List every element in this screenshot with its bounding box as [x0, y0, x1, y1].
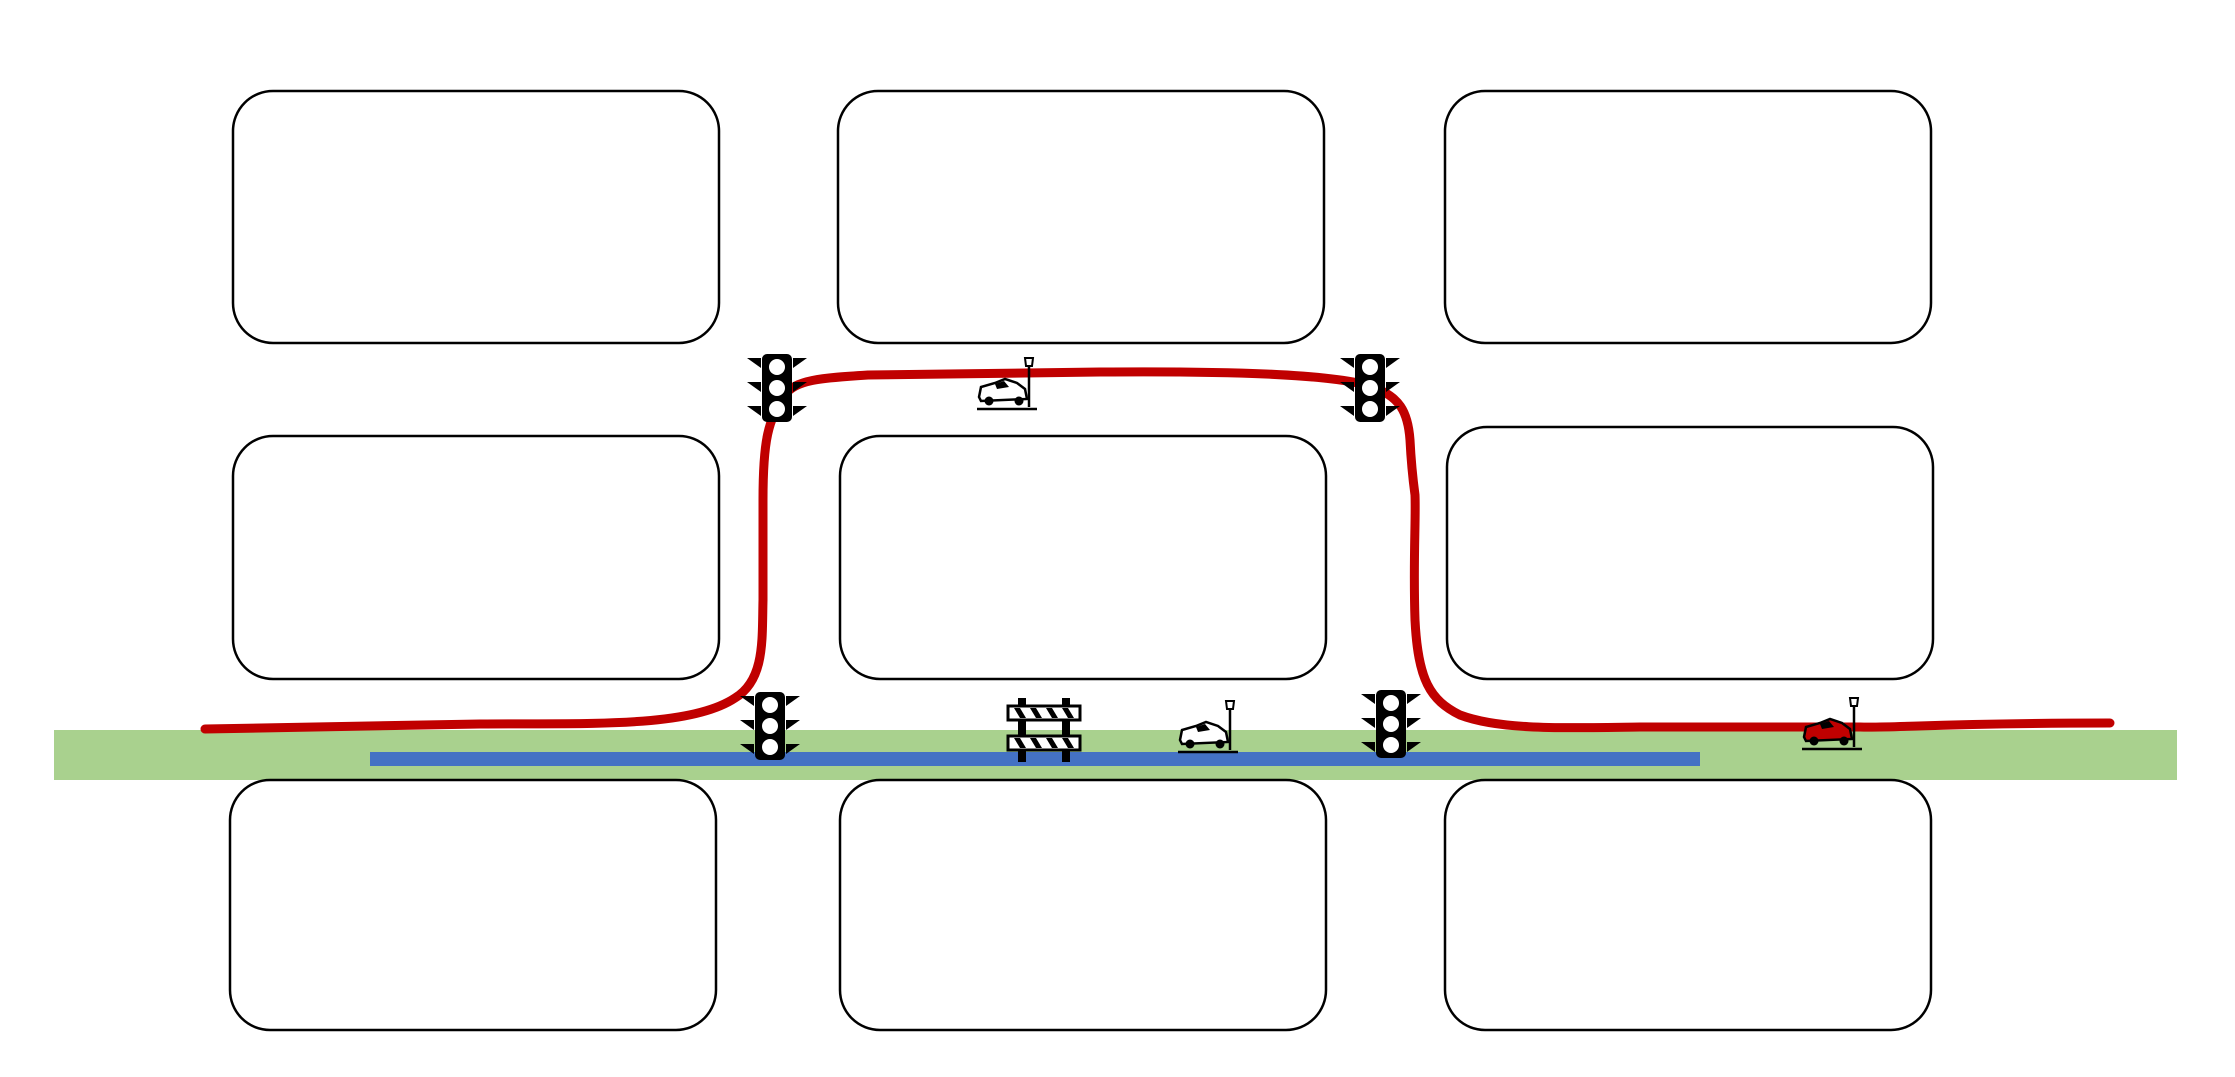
block-row2-col2	[838, 434, 1328, 681]
traffic-light-icon	[1361, 690, 1421, 758]
block-row3-col2	[838, 778, 1328, 1032]
traffic-light-icon	[747, 354, 807, 422]
city-blocks	[228, 89, 1935, 1032]
block-row2-col3	[1445, 425, 1935, 681]
block-row3-col3	[1443, 778, 1933, 1032]
traffic-light-icon	[740, 692, 800, 760]
block-row2-col1	[231, 434, 721, 681]
blue-line	[370, 752, 1700, 766]
block-row1-col2	[836, 89, 1326, 345]
block-row3-col1	[228, 778, 718, 1032]
block-row1-col3	[1443, 89, 1933, 345]
car-crash-icon	[975, 357, 1039, 411]
block-row1-col1	[231, 89, 721, 345]
traffic-light-icon	[1340, 354, 1400, 422]
